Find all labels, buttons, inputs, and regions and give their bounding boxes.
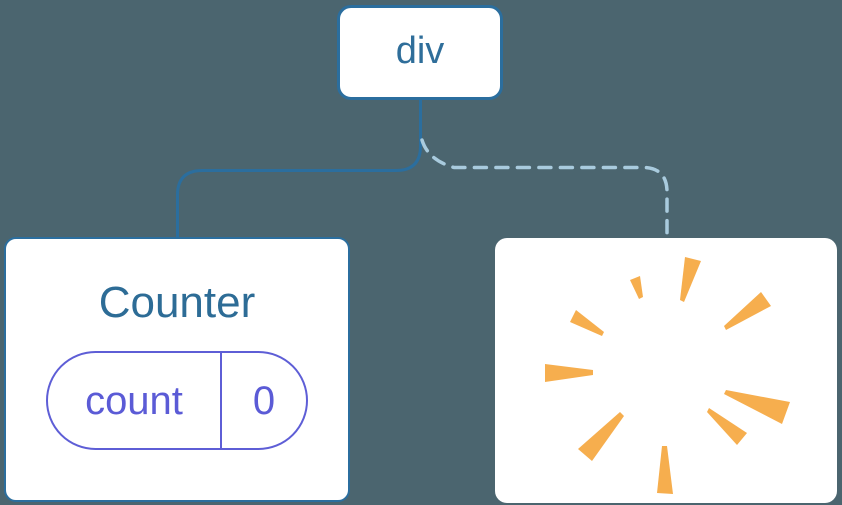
tree-node-effect xyxy=(495,238,837,503)
state-pill: count 0 xyxy=(46,351,308,451)
tree-node-counter: Counter count 0 xyxy=(4,237,350,502)
state-value-label: 0 xyxy=(252,378,276,423)
counter-node-label: Counter xyxy=(98,278,256,327)
connector-dashed xyxy=(420,138,669,241)
tree-node-div: div xyxy=(337,5,503,100)
div-node-label: div xyxy=(395,29,445,72)
connector-solid xyxy=(176,98,422,240)
sparkle-burst-icon xyxy=(545,257,790,494)
state-key-label: count xyxy=(48,353,222,449)
